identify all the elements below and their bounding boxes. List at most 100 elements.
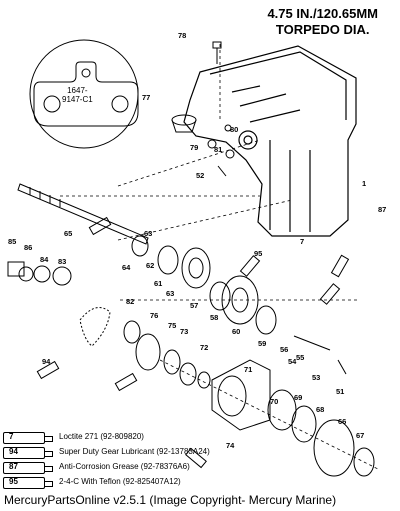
part-number: 65 xyxy=(64,229,72,238)
part-number: 71 xyxy=(244,365,252,374)
copyright-footer: MercuryPartsOnline v2.5.1 (Image Copyrig… xyxy=(4,493,337,507)
part-number: 76 xyxy=(150,311,158,320)
part-number: 81 xyxy=(214,145,222,154)
part-80 xyxy=(224,124,232,132)
part-number: 60 xyxy=(232,327,240,336)
part-number: 58 xyxy=(210,313,218,322)
legend-row: 87 Anti-Corrosion Grease (92-78376A6) xyxy=(0,460,230,475)
part-number: 79 xyxy=(190,143,198,152)
part-number: 85 xyxy=(8,237,16,246)
part-number: 80 xyxy=(230,125,238,134)
gearcase-housing xyxy=(183,45,357,237)
tube-icon: 87 xyxy=(3,462,53,474)
part-number: 7 xyxy=(300,237,304,246)
legend-text: Super Duty Gear Lubricant (92-13783A24) xyxy=(59,447,210,456)
part-number: 67 xyxy=(356,431,364,440)
part-79 xyxy=(207,139,217,149)
lube-tubes xyxy=(36,216,350,469)
reverse-gear xyxy=(181,247,211,289)
part-number: 83 xyxy=(58,257,66,266)
part-number: 57 xyxy=(190,301,198,310)
propeller-shaft xyxy=(17,183,149,245)
tube-icon: 95 xyxy=(3,477,53,489)
part-83 xyxy=(52,266,72,286)
title-line-2: TORPEDO DIA. xyxy=(275,22,370,37)
pin-53 xyxy=(293,335,331,351)
part-51 xyxy=(337,359,347,375)
part-number: 86 xyxy=(24,243,32,252)
part-number: 56 xyxy=(280,345,288,354)
legend-code: 7 xyxy=(9,432,14,441)
part-59 xyxy=(255,305,277,335)
part-number: 82 xyxy=(126,297,134,306)
legend-code: 87 xyxy=(9,462,18,471)
part-number: 64 xyxy=(122,263,131,272)
propeller xyxy=(79,307,111,347)
gear-76 xyxy=(135,333,161,371)
washer-82 xyxy=(123,320,141,344)
legend-text: Anti-Corrosion Grease (92-78376A6) xyxy=(59,462,190,471)
part-number: 94 xyxy=(42,357,51,366)
legend-row: 95 2-4-C With Teflon (92-825407A12) xyxy=(0,475,230,490)
part-number: 84 xyxy=(40,255,49,264)
part-number: 62 xyxy=(146,261,154,270)
ring-70 xyxy=(291,405,317,443)
inset-label-line-1: 1647- xyxy=(67,86,88,95)
part-75 xyxy=(163,349,181,375)
nut-66 xyxy=(313,419,355,477)
part-number: 69 xyxy=(294,393,302,402)
part-63 xyxy=(131,235,149,257)
carrier-60 xyxy=(221,275,259,325)
legend-text: Loctite 271 (92-809820) xyxy=(59,432,144,441)
part-number: 72 xyxy=(200,343,208,352)
part-number: 87 xyxy=(378,205,386,214)
bolt-78 xyxy=(212,41,222,64)
part-number: 95 xyxy=(254,249,262,258)
tube-icon: 94 xyxy=(3,447,53,459)
part-number: 53 xyxy=(312,373,320,382)
tube-icon: 7 xyxy=(3,432,53,444)
part-number: 74 xyxy=(226,441,235,450)
inset-label-line-2: 9147-C1 xyxy=(62,95,93,104)
part-number: 70 xyxy=(270,397,278,406)
part-number: 63 xyxy=(166,289,174,298)
part-72 xyxy=(197,371,211,389)
part-number: 68 xyxy=(316,405,324,414)
legend-code: 94 xyxy=(9,447,18,456)
part-number: 54 xyxy=(288,357,297,366)
lubricant-legend: 7 Loctite 271 (92-809820) 94 Super Duty … xyxy=(0,430,230,490)
part-number: 63 xyxy=(144,229,152,238)
legend-code: 95 xyxy=(9,477,18,486)
housing-71 xyxy=(211,359,271,431)
part-number: 77 xyxy=(142,93,150,102)
diagram-title: 4.75 IN./120.65MM TORPEDO DIA. xyxy=(267,6,378,38)
part-81 xyxy=(225,149,235,159)
title-line-1: 4.75 IN./120.65MM xyxy=(267,6,378,21)
part-number-labels: 78 77 80 79 81 52 1 65 85 86 84 83 63 64… xyxy=(8,31,366,450)
part-number: 61 xyxy=(154,279,162,288)
part-number: 73 xyxy=(180,327,188,336)
part-84 xyxy=(33,265,51,283)
part-73 xyxy=(179,362,197,386)
legend-text: 2-4-C With Teflon (92-825407A12) xyxy=(59,477,181,486)
inset-label: 1647- 9147-C1 xyxy=(62,86,93,104)
part-number: 78 xyxy=(178,31,186,40)
cover-77 xyxy=(171,114,197,133)
part-number: 66 xyxy=(338,417,346,426)
legend-row: 7 Loctite 271 (92-809820) xyxy=(0,430,230,445)
part-52 xyxy=(217,165,227,177)
part-number: 55 xyxy=(296,353,304,362)
part-number: 1 xyxy=(362,179,366,188)
clutch-61 xyxy=(157,245,179,275)
part-number: 51 xyxy=(336,387,344,396)
part-number: 52 xyxy=(196,171,204,180)
bearing-58 xyxy=(209,281,231,311)
part-86 xyxy=(18,266,34,282)
part-85 xyxy=(7,261,25,277)
part-number: 59 xyxy=(258,339,266,348)
legend-row: 94 Super Duty Gear Lubricant (92-13783A2… xyxy=(0,445,230,460)
inset-detail xyxy=(29,39,139,149)
part-67 xyxy=(353,447,375,477)
part-number: 75 xyxy=(168,321,176,330)
